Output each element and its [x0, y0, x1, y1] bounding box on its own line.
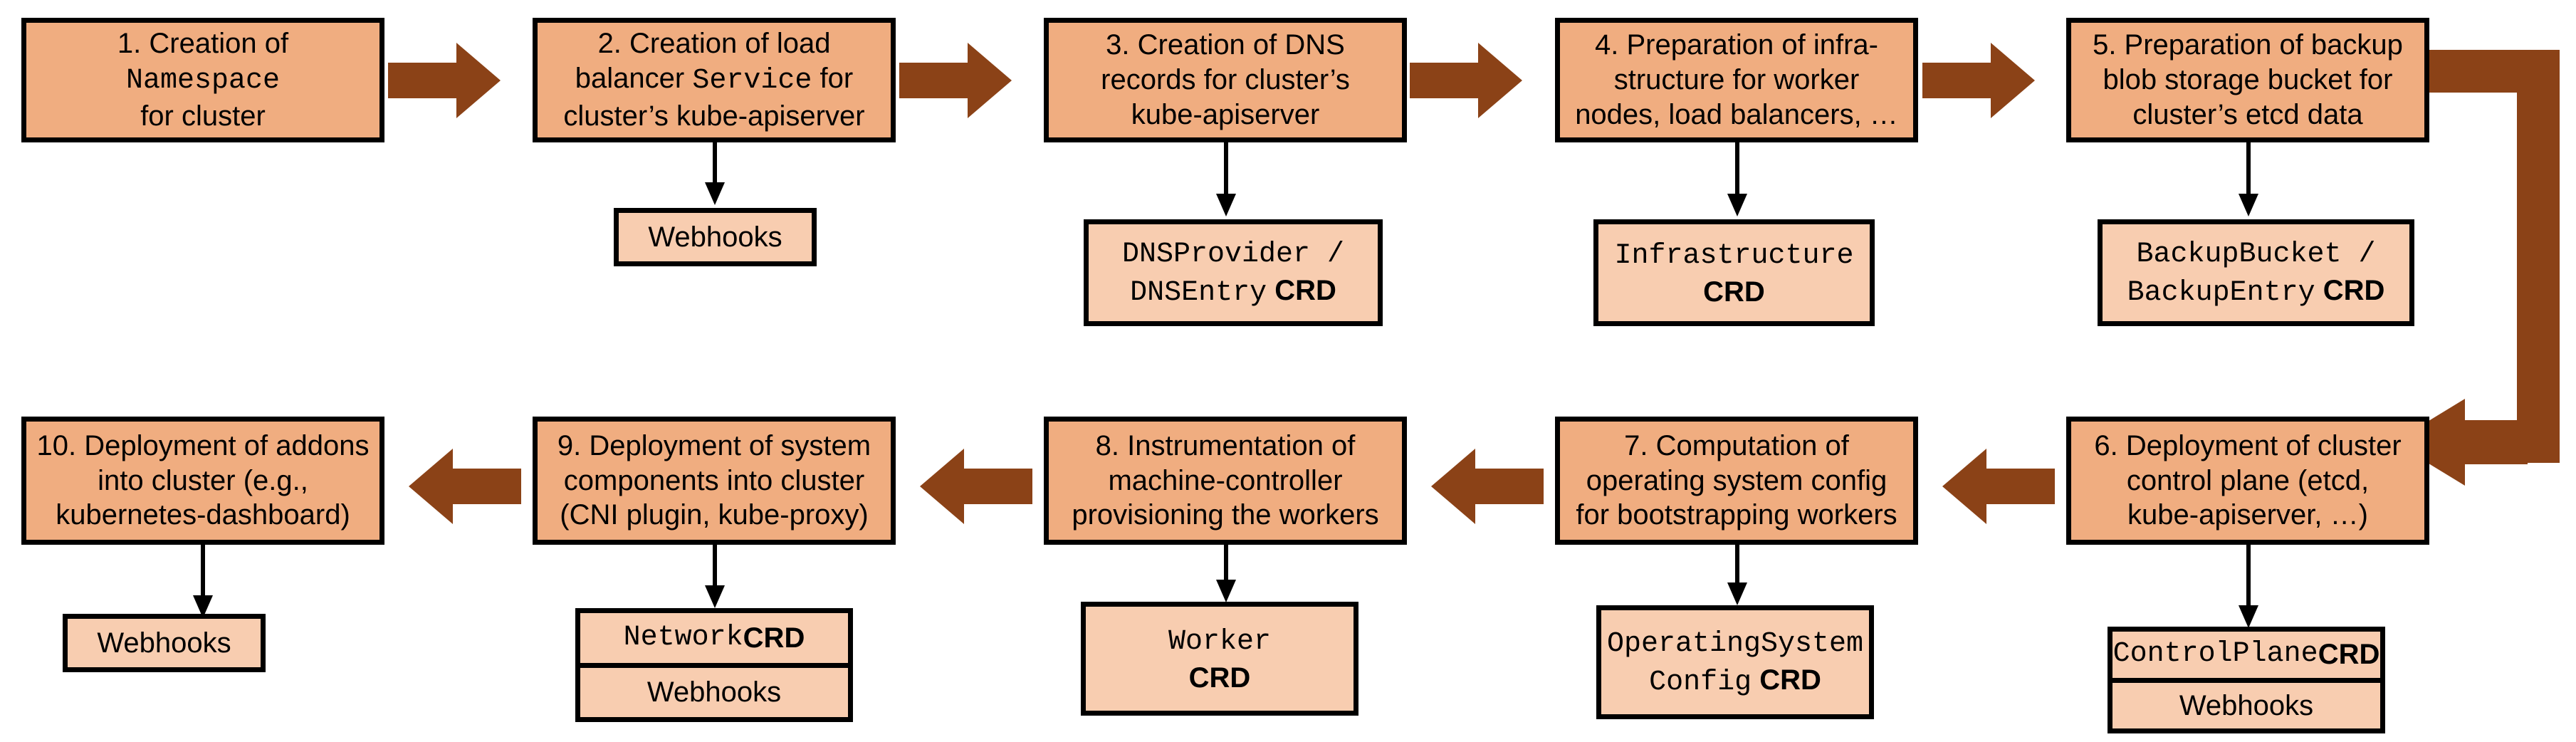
arrow-9-to-10 — [409, 449, 521, 524]
arrow-7-to-8 — [1431, 449, 1544, 524]
sub-box-step-2-webhooks[interactable]: Webhooks — [614, 208, 817, 266]
arrow-8-to-9 — [920, 449, 1032, 524]
sub-5-text: BackupBucket /BackupEntry CRD — [2127, 239, 2385, 309]
sub-box-step-5-crd[interactable]: BackupBucket /BackupEntry CRD — [2098, 219, 2414, 326]
connector-step-10-to-sub — [193, 541, 213, 618]
sub-3-text: DNSProvider /DNSEntry CRD — [1121, 239, 1345, 309]
sub-10-text: Webhooks — [97, 627, 231, 659]
arrow-5-to-6 — [2394, 50, 2560, 486]
sub-box-step-6-stack[interactable]: ControlPlane CRD Webhooks — [2108, 627, 2385, 733]
connector-step-6-to-sub — [2239, 541, 2258, 628]
sub-box-step-9-stack[interactable]: Network CRD Webhooks — [575, 608, 853, 722]
sub-2-text: Webhooks — [648, 221, 782, 253]
connector-step-2-to-sub — [705, 140, 725, 205]
sub-9-cell-network-crd[interactable]: Network CRD — [623, 621, 805, 654]
connector-step-9-to-sub — [705, 541, 725, 608]
connector-step-3-to-sub — [1216, 140, 1236, 216]
sub-9-cell-webhooks[interactable]: Webhooks — [580, 662, 848, 718]
connector-step-4-to-sub — [1727, 140, 1747, 216]
arrow-2-to-3 — [899, 43, 1012, 118]
connector-step-5-to-sub — [2239, 140, 2258, 216]
sub-6-cell-webhooks[interactable]: Webhooks — [2112, 677, 2380, 729]
connector-step-7-to-sub — [1727, 541, 1747, 605]
step-node-4[interactable]: 4. Preparation of infra-structure for wo… — [1555, 18, 1918, 142]
connector-step-8-to-sub — [1216, 541, 1236, 602]
sub-box-step-10-webhooks[interactable]: Webhooks — [63, 614, 266, 672]
arrow-4-to-5 — [1922, 43, 2035, 118]
arrow-1-to-2 — [388, 43, 501, 118]
step-4-label: 4. Preparation of infra-structure for wo… — [1575, 29, 1898, 130]
arrow-3-to-4 — [1410, 43, 1522, 118]
arrow-6-to-7 — [1942, 449, 2055, 524]
sub-box-step-3-crd[interactable]: DNSProvider /DNSEntry CRD — [1084, 219, 1383, 326]
sub-6-cell-controlplane-crd[interactable]: ControlPlane CRD — [2112, 638, 2380, 671]
